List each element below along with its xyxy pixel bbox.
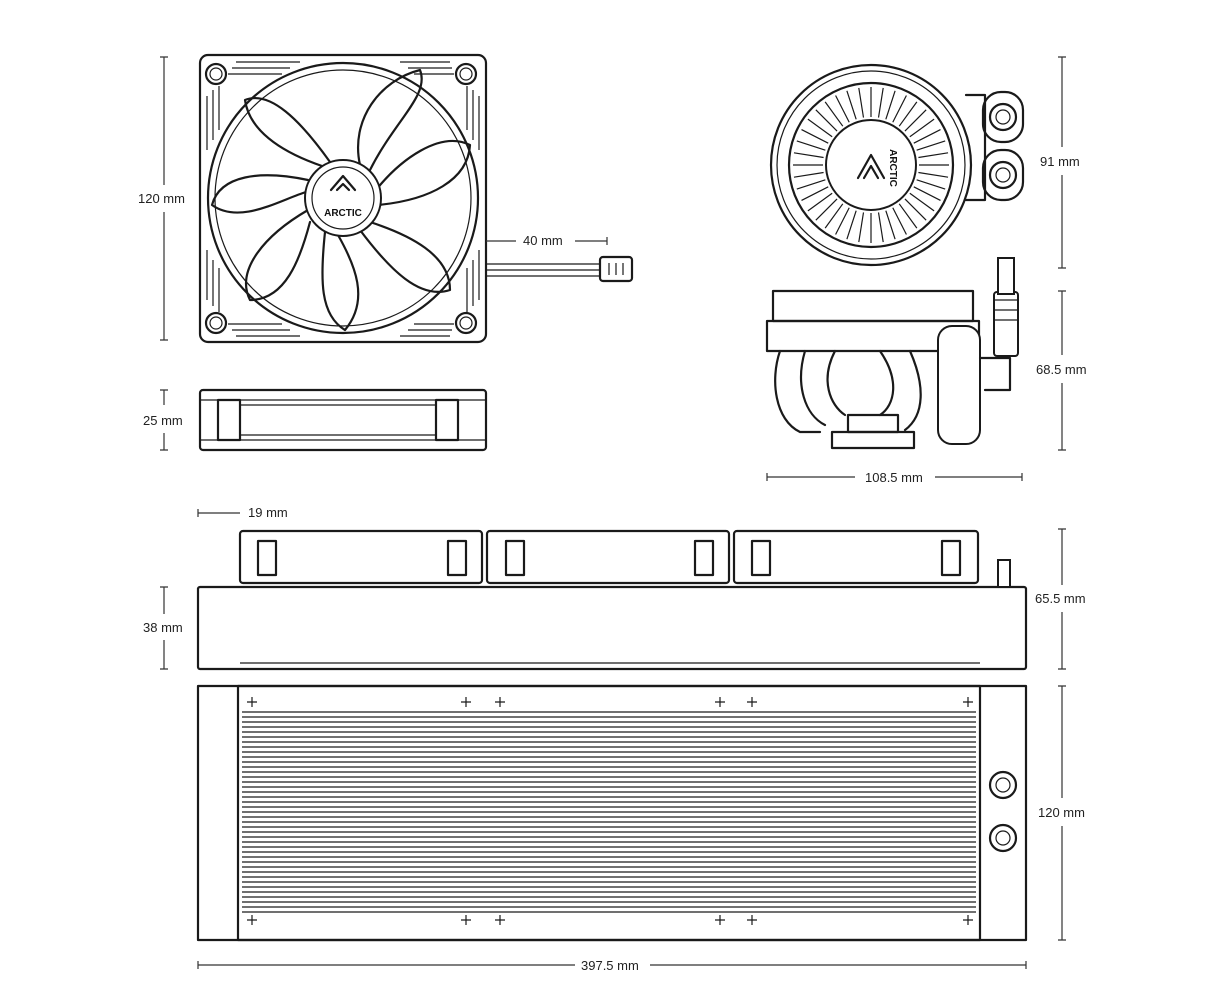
pump-fin <box>904 109 927 132</box>
fan-brand-label: ARCTIC <box>324 208 362 219</box>
radiator-screw-mark <box>495 915 505 925</box>
fan-width-label: 120 mm <box>138 191 185 206</box>
fan-frame-ribs <box>206 61 480 337</box>
fan-thickness-label: 25 mm <box>143 413 183 428</box>
pump-fin <box>892 95 907 123</box>
pump-fin <box>815 198 838 221</box>
radiator-screw-mark <box>247 915 257 925</box>
pump-fin <box>892 207 907 235</box>
pump-fin <box>909 192 935 212</box>
offset-label: 19 mm <box>248 505 288 520</box>
pump-fin <box>801 129 829 144</box>
pump-fins <box>793 87 949 243</box>
pump-fin <box>793 171 824 178</box>
radiator-screw-mark <box>963 915 973 925</box>
radiator-screw-mark <box>461 697 471 707</box>
pump-fin <box>885 210 896 240</box>
pump-fin <box>846 210 857 240</box>
pump-fin <box>858 87 865 118</box>
radiator-screw-mark <box>963 697 973 707</box>
radiator-length-label: 397.5 mm <box>581 958 639 973</box>
pump-fin <box>835 95 850 123</box>
pump-fin <box>815 109 838 132</box>
fan-blades <box>210 68 472 332</box>
pump-fin <box>858 212 865 243</box>
pump-fin <box>916 140 946 151</box>
radiator-width-label: 120 mm <box>1038 805 1085 820</box>
fan-side-view <box>198 388 488 452</box>
pump-fin <box>835 207 850 235</box>
radiator-fins <box>242 697 976 925</box>
pump-fittings <box>964 90 1025 202</box>
pump-diameter-label: 91 mm <box>1040 154 1080 169</box>
fan-mounting-holes <box>204 62 478 335</box>
radiator-screw-mark <box>247 697 257 707</box>
pump-fin <box>807 192 833 212</box>
radiator-screw-mark <box>715 697 725 707</box>
pump-fin <box>916 179 946 190</box>
radiator-screw-mark <box>461 915 471 925</box>
radiator-screw-mark <box>747 697 757 707</box>
radiator-front-view <box>196 684 1028 942</box>
pump-fin <box>909 118 935 138</box>
pump-fin <box>918 171 949 178</box>
radiator-screw-mark <box>495 697 505 707</box>
pump-fin <box>885 90 896 120</box>
pump-fin <box>918 152 949 159</box>
fan-hub-logo-icon <box>329 174 357 192</box>
pump-fin <box>913 186 941 201</box>
pump-width-label: 108.5 mm <box>865 470 923 485</box>
total-thickness-label: 65.5 mm <box>1035 591 1086 606</box>
pump-fin <box>898 101 918 127</box>
pump-fin <box>796 179 826 190</box>
pump-fin <box>793 152 824 159</box>
pump-fin <box>807 118 833 138</box>
pump-logo-icon <box>856 153 886 180</box>
dimension-lines <box>160 56 1066 969</box>
cable-length-label: 40 mm <box>523 233 563 248</box>
pump-brand-label: ARCTIC <box>887 149 898 187</box>
pump-fin <box>898 203 918 229</box>
pump-side-view <box>765 257 1019 450</box>
pump-fin <box>877 87 884 118</box>
radiator-side-view <box>196 529 1028 671</box>
pump-fin <box>904 198 927 221</box>
radiator-thickness-label: 38 mm <box>143 620 183 635</box>
pump-fin <box>846 90 857 120</box>
pump-fin <box>877 212 884 243</box>
pump-fin <box>913 129 941 144</box>
pump-height-label: 68.5 mm <box>1036 362 1087 377</box>
pump-fin <box>824 203 844 229</box>
pump-fin <box>801 186 829 201</box>
radiator-screw-mark <box>747 915 757 925</box>
fan-cable <box>486 255 634 283</box>
pump-top-view: ARCTIC <box>769 63 1025 267</box>
radiator-ports <box>988 770 1018 853</box>
radiator-screw-mark <box>715 915 725 925</box>
pump-fin <box>796 140 826 151</box>
fan-front-view: ARCTIC <box>198 53 634 344</box>
pump-fin <box>824 101 844 127</box>
dimension-labels: 120 mm 25 mm 40 mm 91 mm 68.5 mm 108.5 m… <box>138 154 1087 973</box>
